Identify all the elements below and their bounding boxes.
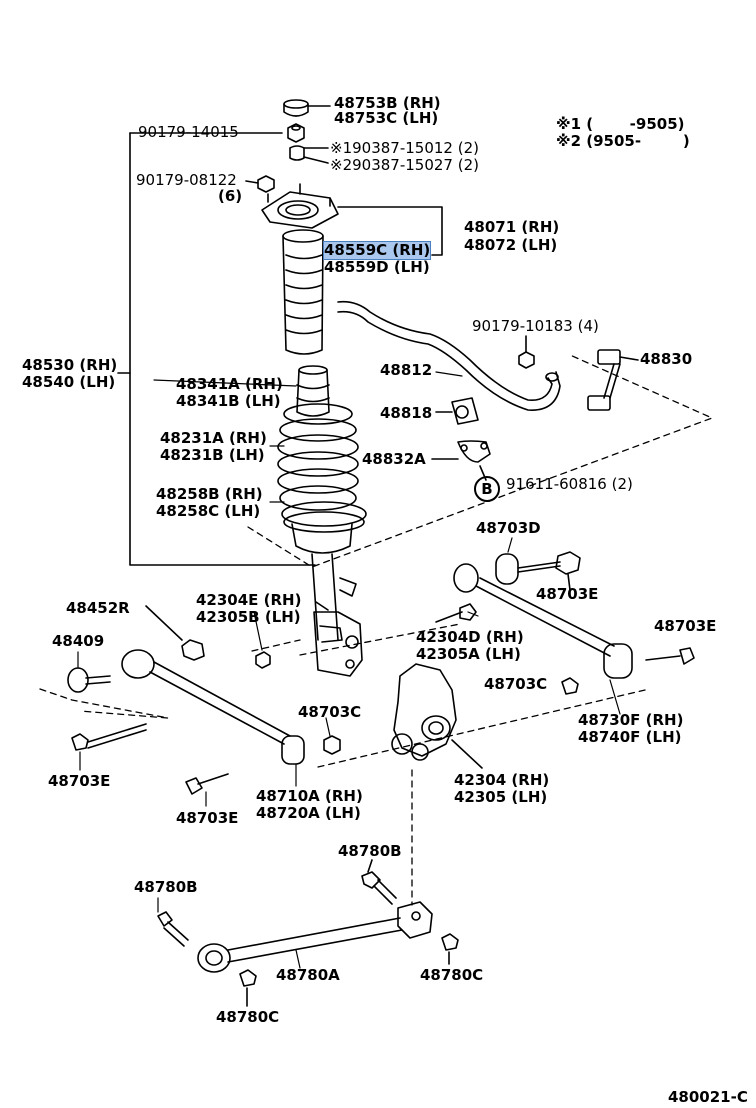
section-dashed-lines — [39, 354, 713, 906]
label-48071: 48071 (RH) — [464, 218, 560, 236]
label-48753C: 48753C (LH) — [334, 109, 439, 127]
label-42304E: 42304E (RH) — [196, 591, 302, 609]
lateral-link-lower — [121, 649, 305, 765]
label-48818: 48818 — [380, 404, 433, 422]
label-48559D: 48559D (LH) — [324, 258, 430, 276]
label-48703C-mid: 48703C — [298, 703, 362, 721]
adjusting-bushing — [495, 551, 581, 591]
label-48072: 48072 (LH) — [464, 236, 558, 254]
lower-spring-insulator — [281, 501, 367, 533]
rear-axle-carrier — [391, 663, 483, 769]
coil-spring — [277, 403, 359, 511]
strut-rod-nut-right — [441, 933, 459, 965]
cushion-washer — [289, 145, 329, 164]
leader-lines — [77, 371, 621, 969]
stabilizer-nut — [518, 335, 535, 369]
spring-bumper-bellows — [282, 229, 324, 355]
label-42304D: 42304D (RH) — [416, 628, 524, 646]
label-90179-10183: 90179-10183 (4) — [472, 317, 599, 335]
label-48409: 48409 — [52, 632, 105, 650]
label-48780B-left: 48780B — [134, 878, 198, 896]
label-48258B: 48258B (RH) — [156, 485, 263, 503]
label-48740F: 48740F (LH) — [578, 728, 682, 746]
label-48559C-selected[interactable]: 48559C (RH) — [322, 241, 432, 260]
label-qty-6: (6) — [218, 187, 243, 205]
label-48231A: 48231A (RH) — [160, 429, 267, 447]
label-48780B-mid: 48780B — [338, 842, 402, 860]
label-42305: 42305 (LH) — [454, 788, 548, 806]
figure-id: 480021-C — [668, 1088, 748, 1106]
label-48753B: 48753B (RH) — [334, 94, 441, 112]
label-48780C-right: 48780C — [420, 966, 484, 984]
label-48730F: 48730F (RH) — [578, 711, 684, 729]
label-90179-14015: 90179-14015 — [138, 123, 239, 141]
label-90179-08122: 90179-08122 — [136, 171, 237, 189]
label-48530: 48530 (RH) — [22, 356, 118, 374]
stabilizer-bushing — [435, 397, 479, 425]
strut-rod-nut-left — [239, 969, 257, 1007]
label-290387: ※290387-15027 (2) — [330, 156, 479, 174]
label-48703C-right: 48703C — [484, 675, 548, 693]
label-48780C-left: 48780C — [216, 1008, 280, 1026]
bracket-bolt — [145, 605, 205, 661]
label-48703E-top: 48703E — [536, 585, 599, 603]
lower-arm-nut — [323, 735, 341, 755]
upper-arm-nut — [561, 677, 579, 695]
label-48703E-bottom: 48703E — [176, 809, 239, 827]
label-48780A: 48780A — [276, 966, 340, 984]
label-48703D: 48703D — [476, 519, 541, 537]
strut-assembly-bracket — [117, 132, 316, 566]
bound-stopper — [296, 365, 330, 417]
label-48703E-right: 48703E — [654, 617, 717, 635]
knuckle-nut — [255, 651, 271, 669]
long-bolt-left — [71, 723, 147, 751]
note-1: ※1 ( -9505) — [556, 115, 685, 133]
strut-rod — [197, 901, 433, 973]
label-190387: ※190387-15012 (2) — [330, 139, 479, 157]
stabilizer-bracket — [431, 440, 491, 481]
label-42305A: 42305A (LH) — [416, 645, 521, 663]
label-48341B: 48341B (LH) — [176, 392, 281, 410]
label-48710A: 48710A (RH) — [256, 787, 363, 805]
label-91611-60816: 91611-60816 (2) — [506, 475, 633, 493]
stabilizer-link — [587, 349, 639, 411]
top-nut — [287, 123, 305, 143]
suspension-support — [261, 183, 443, 256]
lower-arm-stud — [67, 667, 111, 693]
label-48341A: 48341A (RH) — [176, 375, 283, 393]
shock-absorber-body — [291, 523, 363, 677]
label-42305B: 42305B (LH) — [196, 608, 301, 626]
upper-insulator-cap — [283, 99, 331, 117]
label-48703E-left: 48703E — [48, 772, 111, 790]
label-42304: 42304 (RH) — [454, 771, 550, 789]
note-2: ※2 (9505- ) — [556, 132, 690, 150]
label-48540: 48540 (LH) — [22, 373, 116, 391]
label-48830: 48830 — [640, 350, 693, 368]
stabilizer-bar — [337, 300, 561, 411]
strut-rod-bolt — [361, 859, 397, 905]
strut-rod-bolt-left — [157, 911, 189, 947]
circle-b-marker: B — [474, 476, 500, 502]
lateral-link-upper — [453, 563, 695, 679]
label-48832A: 48832A — [362, 450, 426, 468]
label-48452R: 48452R — [66, 599, 130, 617]
mount-nut — [245, 175, 275, 193]
label-48812: 48812 — [380, 361, 433, 379]
knuckle-bolt — [435, 603, 477, 623]
label-48231B: 48231B (LH) — [160, 446, 265, 464]
short-bolt — [185, 773, 229, 795]
label-48720A: 48720A (LH) — [256, 804, 361, 822]
label-48258C: 48258C (LH) — [156, 502, 261, 520]
